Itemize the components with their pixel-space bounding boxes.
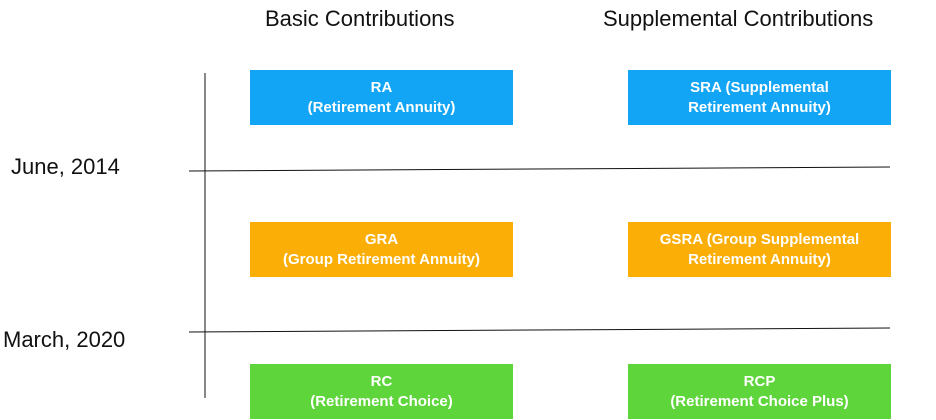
box-gsra: GSRA (Group Supplemental Retirement Annu…: [628, 222, 891, 277]
divider-june-2014: [188, 166, 891, 172]
date-label-march-2020: March, 2020: [3, 327, 126, 352]
box-rcp-description: (Retirement Choice Plus): [670, 392, 849, 410]
box-rcp: RCP (Retirement Choice Plus): [628, 364, 891, 419]
box-rc: RC (Retirement Choice): [250, 364, 513, 419]
box-sra: SRA (Supplemental Retirement Annuity): [628, 70, 891, 125]
box-ra-description: (Retirement Annuity): [307, 98, 456, 116]
box-rcp-acronym: RCP: [743, 372, 776, 390]
box-gra-description: (Group Retirement Annuity): [283, 250, 480, 268]
box-sra-line2: Retirement Annuity): [688, 98, 831, 116]
header-basic-contributions: Basic Contributions: [265, 6, 455, 31]
divider-march-2020: [188, 327, 891, 333]
box-gsra-line2: Retirement Annuity): [688, 250, 831, 268]
box-rc-acronym: RC: [370, 372, 393, 390]
header-supplemental-contributions: Supplemental Contributions: [603, 6, 874, 31]
box-gra: GRA (Group Retirement Annuity): [250, 222, 513, 277]
box-ra: RA (Retirement Annuity): [250, 70, 513, 125]
box-gsra-line1: GSRA (Group Supplemental: [659, 230, 860, 248]
box-sra-line1: SRA (Supplemental: [690, 78, 829, 96]
date-label-june-2014: June, 2014: [11, 154, 120, 179]
box-ra-acronym: RA: [370, 78, 393, 96]
box-gra-acronym: GRA: [364, 230, 399, 248]
box-rc-description: (Retirement Choice): [310, 392, 453, 410]
